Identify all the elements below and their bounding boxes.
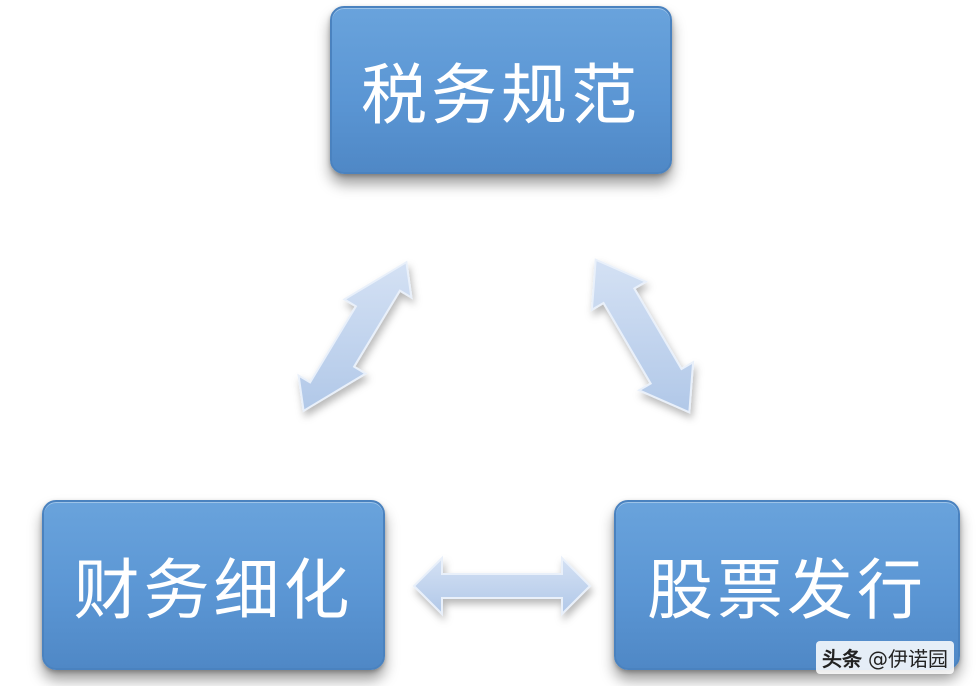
arrow-top-right bbox=[590, 258, 695, 414]
arrow-bottom bbox=[412, 555, 592, 617]
node-tax-compliance-label: 税务规范 bbox=[361, 57, 641, 134]
arrow-top-left bbox=[297, 260, 413, 413]
node-stock-issuance-label: 股票发行 bbox=[647, 552, 927, 629]
node-financial-refinement: 财务细化 bbox=[42, 500, 385, 670]
node-tax-compliance: 税务规范 bbox=[330, 6, 672, 174]
node-financial-refinement-label: 财务细化 bbox=[73, 552, 354, 629]
node-stock-issuance: 股票发行 bbox=[614, 500, 960, 670]
watermark-handle: @伊诺园 bbox=[868, 647, 948, 671]
watermark: 头条 @伊诺园 bbox=[816, 641, 954, 674]
watermark-brand: 头条 bbox=[822, 647, 862, 671]
